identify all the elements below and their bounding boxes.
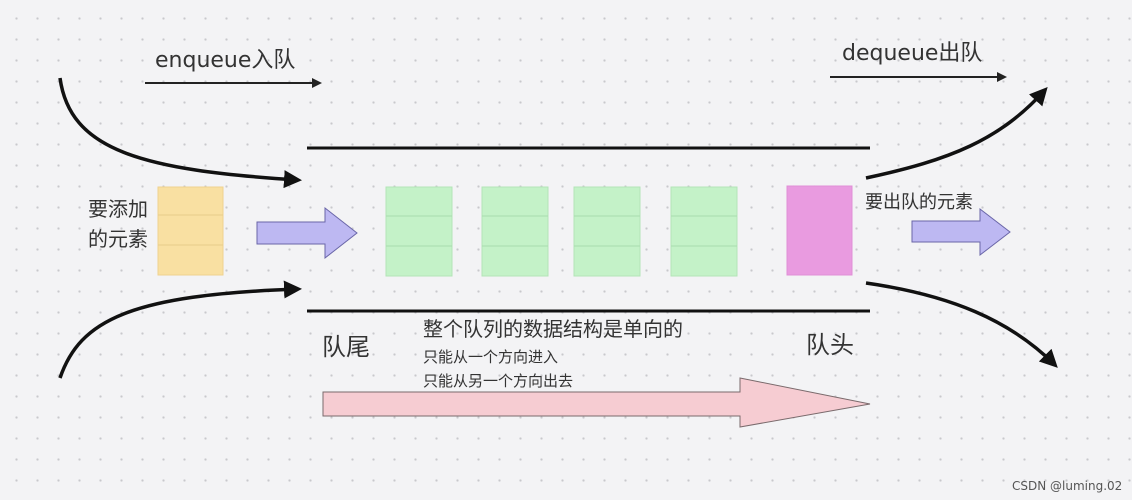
inflow-curve-top (58, 77, 302, 189)
add-element-label-1: 要添加 (88, 197, 148, 221)
note-line-1: 只能从一个方向进入 (423, 348, 558, 366)
enqueue-label: enqueue入队 (155, 48, 295, 73)
outflow-curve-top (865, 87, 1048, 180)
queue-element (481, 186, 549, 277)
queue-element (385, 186, 453, 277)
direction-arrow (322, 377, 871, 428)
inflow-curve-bottom (58, 280, 302, 379)
queue-element (573, 186, 641, 277)
enqueue-block-arrow (256, 206, 358, 260)
outflow-curve-bottom (865, 281, 1058, 368)
note-line-2: 只能从另一个方向出去 (423, 372, 573, 390)
dequeue-block-arrow (911, 207, 1011, 257)
dequeue-element-label: 要出队的元素 (865, 192, 973, 213)
queue-tail-label: 队尾 (322, 333, 370, 361)
note-title: 整个队列的数据结构是单向的 (423, 317, 683, 341)
watermark: CSDN @luming.02 (1012, 479, 1122, 493)
new-element (157, 186, 224, 276)
queue-element (670, 186, 738, 277)
dequeue-label: dequeue出队 (842, 41, 982, 66)
queue-head-label: 队头 (806, 331, 854, 359)
head-element (786, 185, 853, 276)
add-element-label-2: 的元素 (88, 227, 148, 251)
